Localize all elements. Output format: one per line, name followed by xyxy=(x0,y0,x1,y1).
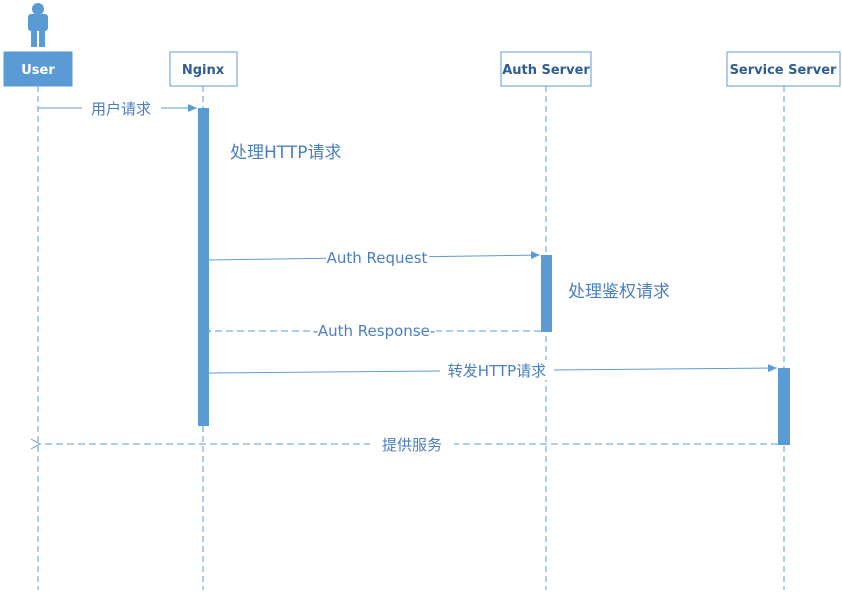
participant-auth-server-label: Auth Server xyxy=(502,63,590,78)
message-user-request: 用户请求 xyxy=(38,98,197,118)
user-actor-icon xyxy=(28,3,48,47)
message-auth-response: -Auth Response- xyxy=(210,321,541,341)
message-auth-request: Auth Request xyxy=(208,248,541,268)
note-auth-process: 处理鉴权请求 xyxy=(568,282,670,302)
message-provide-service-label: 提供服务 xyxy=(382,436,442,454)
participant-service-server-label: Service Server xyxy=(730,63,837,78)
participant-user: User xyxy=(3,51,73,87)
message-user-request-label: 用户请求 xyxy=(91,100,151,118)
message-forward-request: 转发HTTP请求 xyxy=(208,360,778,380)
message-forward-request-label: 转发HTTP请求 xyxy=(448,362,546,380)
participant-nginx: Nginx xyxy=(169,51,238,87)
participant-auth-server: Auth Server xyxy=(500,51,592,87)
participant-user-label: User xyxy=(21,63,55,78)
note-nginx-process: 处理HTTP请求 xyxy=(230,143,342,163)
nginx-activation xyxy=(198,108,209,426)
message-auth-request-label: Auth Request xyxy=(327,249,428,267)
message-provide-service: 提供服务 xyxy=(40,434,778,454)
participant-service-server: Service Server xyxy=(726,51,841,87)
service-server-activation xyxy=(778,368,790,445)
message-auth-response-label: -Auth Response- xyxy=(313,322,435,340)
participant-nginx-label: Nginx xyxy=(182,63,225,78)
auth-server-activation xyxy=(541,255,552,332)
